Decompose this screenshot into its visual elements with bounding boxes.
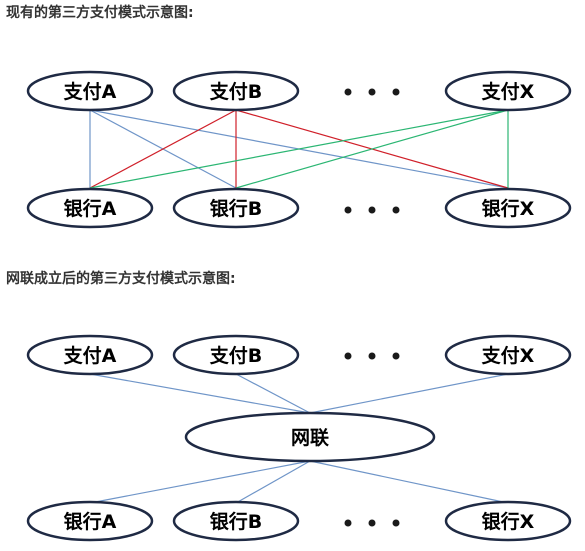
link-pay-x-bank-a [89,109,509,189]
node-bank-b-label: 银行B [210,197,262,220]
node-bank-b-label: 银行B [210,510,262,533]
hub-node-group: 网联 [184,411,436,463]
node-bank-x [444,187,572,229]
ellipsis-dots [344,88,400,96]
node-pay-x-label: 支付X [481,344,535,367]
bottom-row-1: 银行A 银行B 银行X [26,187,572,229]
node-bank-a-label: 银行A [64,510,117,533]
node-bank-a-label: 银行A [64,197,117,220]
hub-connections [89,373,509,504]
link-pay-x-bank-b [235,109,509,189]
link-hub-bank-b [235,460,311,504]
node-pay-x [444,70,572,112]
node-bank-x-label: 银行X [482,197,535,220]
node-pay-b-label: 支付B [209,80,262,103]
ellipsis-dots [344,519,400,527]
ellipsis-dots [344,206,400,214]
caption-after: 网联成立后的第三方支付模式示意图: [6,271,236,287]
node-pay-a [26,70,154,112]
top-row-1: 支付A 支付B 支付X [26,70,572,112]
link-pay-x-hub [309,373,509,414]
link-pay-b-bank-a [89,109,237,189]
node-pay-x [444,334,572,376]
ellipsis-dots [344,352,400,360]
bottom-row-2: 银行A 银行B 银行X [26,500,572,542]
node-bank-b [172,500,300,542]
top-row-2: 支付A 支付B 支付X [26,334,572,376]
node-pay-a-label: 支付A [63,80,117,103]
node-pay-a [26,334,154,376]
node-pay-b [172,70,300,112]
link-hub-bank-a [89,460,311,504]
node-pay-b [172,334,300,376]
link-pay-b-hub [235,373,311,414]
node-hub-label: 网联 [291,427,329,449]
node-bank-x-label: 银行X [482,510,535,533]
node-bank-b [172,187,300,229]
node-bank-x [444,500,572,542]
node-pay-x-label: 支付X [481,80,535,103]
direct-connections [89,109,509,189]
node-pay-b-label: 支付B [209,344,262,367]
link-pay-a-hub [89,373,311,414]
node-hub [184,411,436,463]
link-hub-bank-x [309,460,509,504]
node-pay-a-label: 支付A [63,344,117,367]
node-bank-a [26,500,154,542]
caption-before: 现有的第三方支付模式示意图: [6,5,194,21]
node-bank-a [26,187,154,229]
